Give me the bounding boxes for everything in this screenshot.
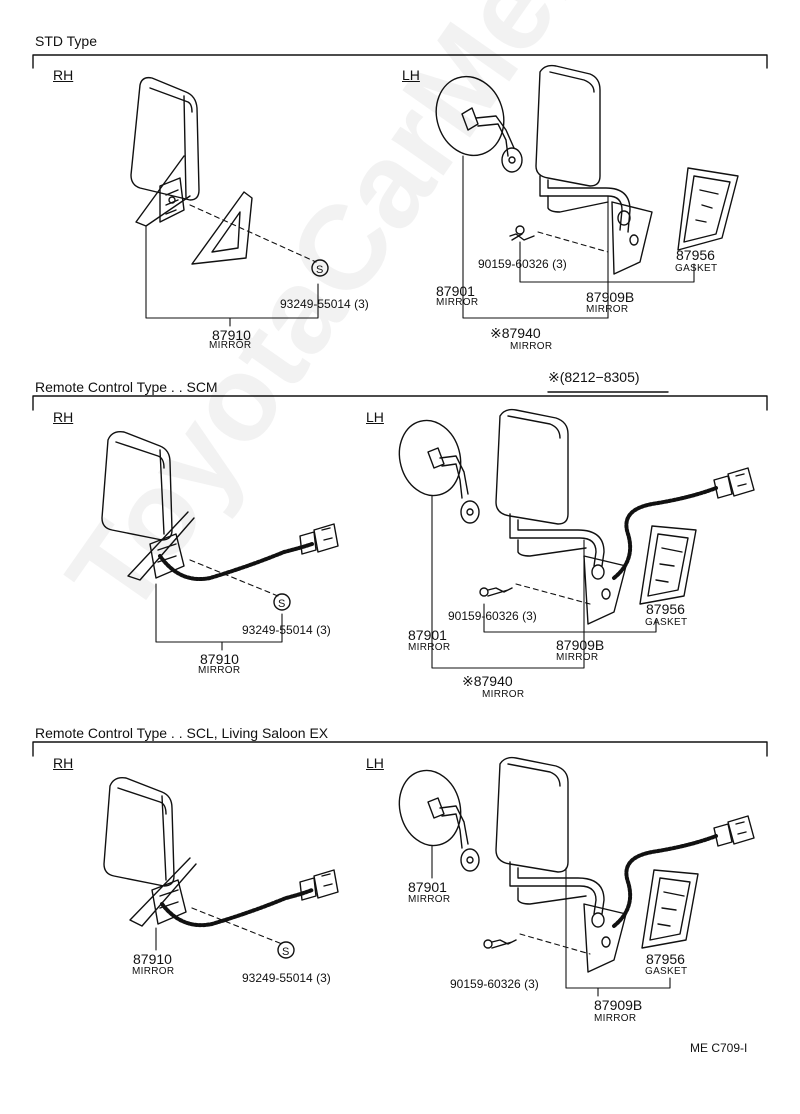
scl-gasket-part-number: 87956: [646, 951, 685, 967]
scl-lh-round-mirror-drawing: [391, 764, 479, 871]
scl-lh-leaders: [432, 846, 670, 996]
std-rh-gasket-drawing: [192, 192, 252, 264]
scl-rh-mirror-part-number: 87910: [133, 951, 172, 967]
std-assy-part-number: ※87940: [490, 325, 541, 341]
scm-lh-label: LH: [366, 409, 384, 425]
scm-lh-bolt-label: 90159-60326 (3): [448, 609, 537, 623]
scm-lh-round-mirror-drawing: [391, 414, 479, 523]
scm-date-range: ※(8212−8305): [548, 369, 640, 385]
scm-lh-leaders: [432, 496, 656, 668]
std-arm-desc: MIRROR: [586, 304, 629, 315]
scm-rh-label: RH: [53, 409, 74, 425]
scl-lh-bolt-icon: [484, 940, 516, 948]
scl-arm-part-number: 87909B: [594, 997, 643, 1013]
scm-lh-mirror-desc: MIRROR: [408, 642, 451, 653]
scm-lh-cable-drawing: [614, 468, 754, 578]
scm-rh-leaders: [156, 560, 282, 650]
scm-arm-part-number: 87909B: [556, 637, 605, 653]
scl-rh-screw-icon: S: [278, 942, 294, 958]
std-lh-bolt-label: 90159-60326 (3): [478, 257, 567, 271]
std-rh-label: RH: [53, 67, 74, 83]
scl-lh-label: LH: [366, 755, 384, 771]
scm-rh-screw-label: 93249-55014 (3): [242, 623, 331, 637]
std-assy-desc: MIRROR: [510, 341, 553, 352]
svg-text:S: S: [278, 598, 285, 610]
scl-lh-bolt-label: 90159-60326 (3): [450, 977, 539, 991]
std-rh-mirror-part-number: 87910: [212, 327, 251, 343]
std-lh-round-mirror-drawing: [426, 68, 522, 172]
scl-lh-door-mirror-drawing: [496, 758, 626, 972]
scl-rh-mirror-desc: MIRROR: [132, 966, 175, 977]
scm-lh-mirror-part-number: 87901: [408, 627, 447, 643]
scl-lh-mirror-part-number: 87901: [408, 879, 447, 895]
scm-lh-door-mirror-drawing: [496, 410, 626, 624]
std-lh-gasket-drawing: [678, 168, 738, 250]
scl-rh-screw-label: 93249-55014 (3): [242, 971, 331, 985]
section-frame-scl: [33, 742, 767, 756]
scm-rh-mirror-desc: MIRROR: [198, 665, 241, 676]
scm-lh-bolt-icon: [480, 588, 512, 596]
scl-gasket-desc: GASKET: [645, 966, 688, 977]
scm-rh-screw-icon: S: [274, 594, 290, 610]
scm-rh-cable-drawing: [160, 524, 338, 579]
footer-reference: ME C709-I: [690, 1041, 748, 1055]
section-frame-std: [33, 55, 767, 68]
std-lh-mirror-desc: MIRROR: [436, 297, 479, 308]
svg-text:S: S: [316, 264, 323, 276]
std-rh-mirror-drawing: [131, 78, 199, 226]
scm-assy-desc: MIRROR: [482, 689, 525, 700]
scl-arm-desc: MIRROR: [594, 1013, 637, 1024]
scm-gasket-desc: GASKET: [645, 617, 688, 628]
scl-lh-gasket-drawing: [642, 870, 698, 948]
std-rh-leaders: [146, 205, 318, 326]
scm-rh-mirror-part-number: 87910: [200, 651, 239, 667]
scl-rh-cable-drawing: [162, 870, 338, 925]
section-frame-scm: [33, 396, 767, 410]
std-gasket-part-number: 87956: [676, 247, 715, 263]
std-lh-label: LH: [402, 67, 420, 83]
scl-lh-mirror-desc: MIRROR: [408, 894, 451, 905]
std-rh-screw-label: 93249-55014 (3): [280, 297, 369, 311]
scl-section-title: Remote Control Type . . SCL, Living Salo…: [35, 725, 329, 741]
scm-lh-gasket-drawing: [640, 526, 696, 604]
scl-rh-mirror-drawing: [104, 778, 196, 926]
scm-section-title: Remote Control Type . . SCM: [35, 379, 218, 395]
std-lh-mirror-part-number: 87901: [436, 283, 475, 299]
scl-rh-label: RH: [53, 755, 74, 771]
scl-lh-cable-drawing: [614, 816, 754, 926]
std-rh-screw-icon: S: [312, 260, 328, 276]
scm-gasket-part-number: 87956: [646, 601, 685, 617]
std-lh-door-mirror-drawing: [510, 66, 652, 274]
scm-assy-part-number: ※87940: [462, 673, 513, 689]
scm-rh-mirror-drawing: [102, 432, 194, 580]
std-rh-mirror-desc: MIRROR: [209, 340, 252, 351]
std-gasket-desc: GASKET: [675, 263, 718, 274]
std-lh-leaders: [463, 156, 694, 318]
svg-text:S: S: [282, 946, 289, 958]
scm-arm-desc: MIRROR: [556, 652, 599, 663]
std-arm-part-number: 87909B: [586, 289, 635, 305]
scl-rh-leaders: [156, 908, 282, 950]
std-section-title: STD Type: [35, 33, 97, 49]
